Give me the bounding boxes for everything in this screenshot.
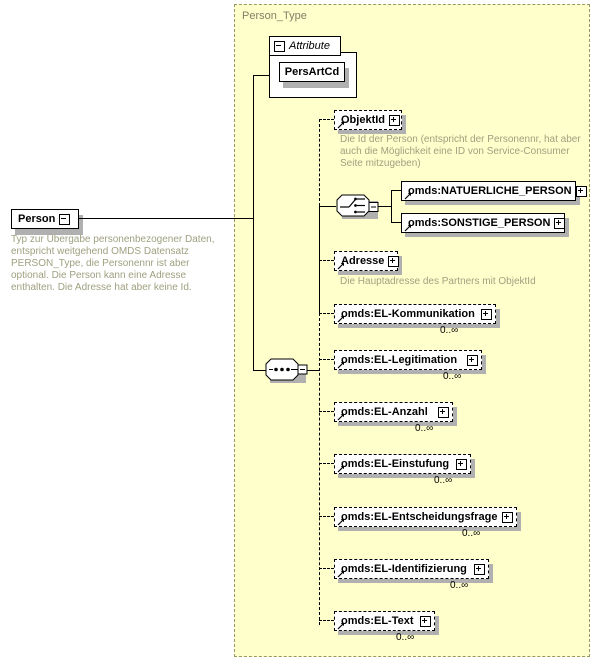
minus-icon[interactable] — [274, 40, 285, 52]
element-label: omds:SONSTIGE_PERSON — [408, 217, 551, 229]
connector-el-legitimation — [319, 359, 334, 360]
connector-objektid — [319, 119, 334, 120]
element-label: omds:EL-Anzahl — [341, 406, 428, 418]
element-el-identifizierung[interactable]: omds:EL-Identifizierung — [334, 559, 489, 579]
element-label: omds:EL-Einstufung — [341, 458, 450, 470]
trunk-lower — [319, 313, 320, 625]
connector-el-identifizierung — [319, 568, 334, 569]
element-el-anzahl[interactable]: omds:EL-Anzahl — [334, 402, 453, 422]
connector-el-einstufung — [319, 463, 334, 464]
attribute-label: PersArtCd — [284, 66, 340, 78]
connector-sonstige-person — [391, 222, 401, 223]
attribute-group-label: Attribute — [289, 40, 330, 52]
connector-choice-to-branches — [378, 206, 391, 207]
choice-compositor-icon[interactable] — [336, 194, 380, 218]
connector-el-kommunikation — [319, 313, 334, 314]
el-kommunikation-cardinality: 0..∞ — [440, 325, 459, 336]
trunk-choice-to-sequence — [319, 206, 320, 313]
choice-branch-trunk — [391, 190, 392, 222]
plus-icon[interactable] — [438, 406, 449, 418]
element-el-einstufung[interactable]: omds:EL-Einstufung — [334, 454, 471, 474]
connector-to-attribute-group — [253, 75, 269, 76]
connector-el-entscheidungsfrage — [319, 516, 334, 517]
root-element-label: Person — [18, 213, 56, 225]
trunk-objektid-to-choice — [319, 119, 320, 206]
attribute-persartcd[interactable]: PersArtCd — [279, 62, 345, 82]
root-element-documentation: Typ zur Übergabe personenbezogener Daten… — [11, 234, 215, 293]
plus-icon[interactable] — [554, 217, 566, 229]
element-el-legitimation[interactable]: omds:EL-Legitimation — [334, 350, 482, 370]
element-label: omds:EL-Identifizierung — [341, 563, 467, 575]
trunk-lower-left — [253, 218, 254, 370]
element-el-text[interactable]: omds:EL-Text — [334, 611, 435, 631]
plus-icon[interactable] — [467, 354, 478, 366]
el-einstufung-cardinality: 0..∞ — [434, 475, 453, 486]
element-el-kommunikation[interactable]: omds:EL-Kommunikation — [334, 304, 496, 324]
connector-person-to-type — [79, 218, 254, 219]
sequence-compositor-icon[interactable] — [265, 358, 309, 382]
plus-icon[interactable] — [389, 114, 401, 126]
minus-icon[interactable] — [59, 213, 71, 225]
plus-icon[interactable] — [474, 563, 485, 575]
element-label: Adresse — [341, 255, 385, 267]
trunk-upper-left — [253, 75, 254, 219]
connector-choice — [319, 206, 336, 207]
connector-sequence-to-trunk — [306, 370, 320, 371]
adresse-documentation: Die Hauptadresse des Partners mit Objekt… — [340, 276, 536, 287]
plus-icon[interactable] — [420, 615, 431, 627]
objektid-documentation: Die Id der Person (entspricht der Person… — [340, 134, 581, 169]
plus-icon[interactable] — [388, 255, 400, 267]
el-legitimation-cardinality: 0..∞ — [443, 371, 462, 382]
element-label: omds:EL-Text — [341, 615, 414, 627]
el-text-cardinality: 0..∞ — [396, 632, 415, 643]
plus-icon[interactable] — [575, 185, 587, 197]
element-adresse[interactable]: Adresse — [334, 251, 400, 271]
connector-el-text — [319, 620, 334, 621]
element-label: omds:EL-Entscheidungsfrage — [341, 511, 498, 523]
root-element-person[interactable]: Person — [11, 209, 79, 229]
plus-icon[interactable] — [481, 308, 492, 320]
element-sonstige-person[interactable]: omds:SONSTIGE_PERSON — [401, 213, 566, 233]
el-anzahl-cardinality: 0..∞ — [415, 423, 434, 434]
element-label: omds:EL-Legitimation — [341, 354, 458, 366]
element-label: omds:EL-Kommunikation — [341, 308, 475, 320]
element-el-entscheidungsfrage[interactable]: omds:EL-Entscheidungsfrage — [334, 507, 517, 527]
plus-icon[interactable] — [502, 511, 513, 523]
connector-natuerliche-person — [391, 190, 401, 191]
plus-icon[interactable] — [456, 458, 467, 470]
complex-type-title: Person_Type — [242, 10, 307, 22]
connector-adresse — [319, 260, 334, 261]
element-label: omds:NATUERLICHE_PERSON — [408, 185, 572, 197]
el-identifizierung-cardinality: 0..∞ — [450, 580, 469, 591]
connector-to-sequence — [253, 370, 266, 371]
attribute-group-tab[interactable]: Attribute — [269, 36, 341, 56]
complex-type-container — [234, 4, 590, 657]
element-objektid[interactable]: ObjektId — [334, 110, 402, 130]
element-label: ObjektId — [341, 114, 386, 126]
element-natuerliche-person[interactable]: omds:NATUERLICHE_PERSON — [401, 181, 587, 201]
connector-el-anzahl — [319, 411, 334, 412]
el-entscheidungsfrage-cardinality: 0..∞ — [462, 528, 481, 539]
